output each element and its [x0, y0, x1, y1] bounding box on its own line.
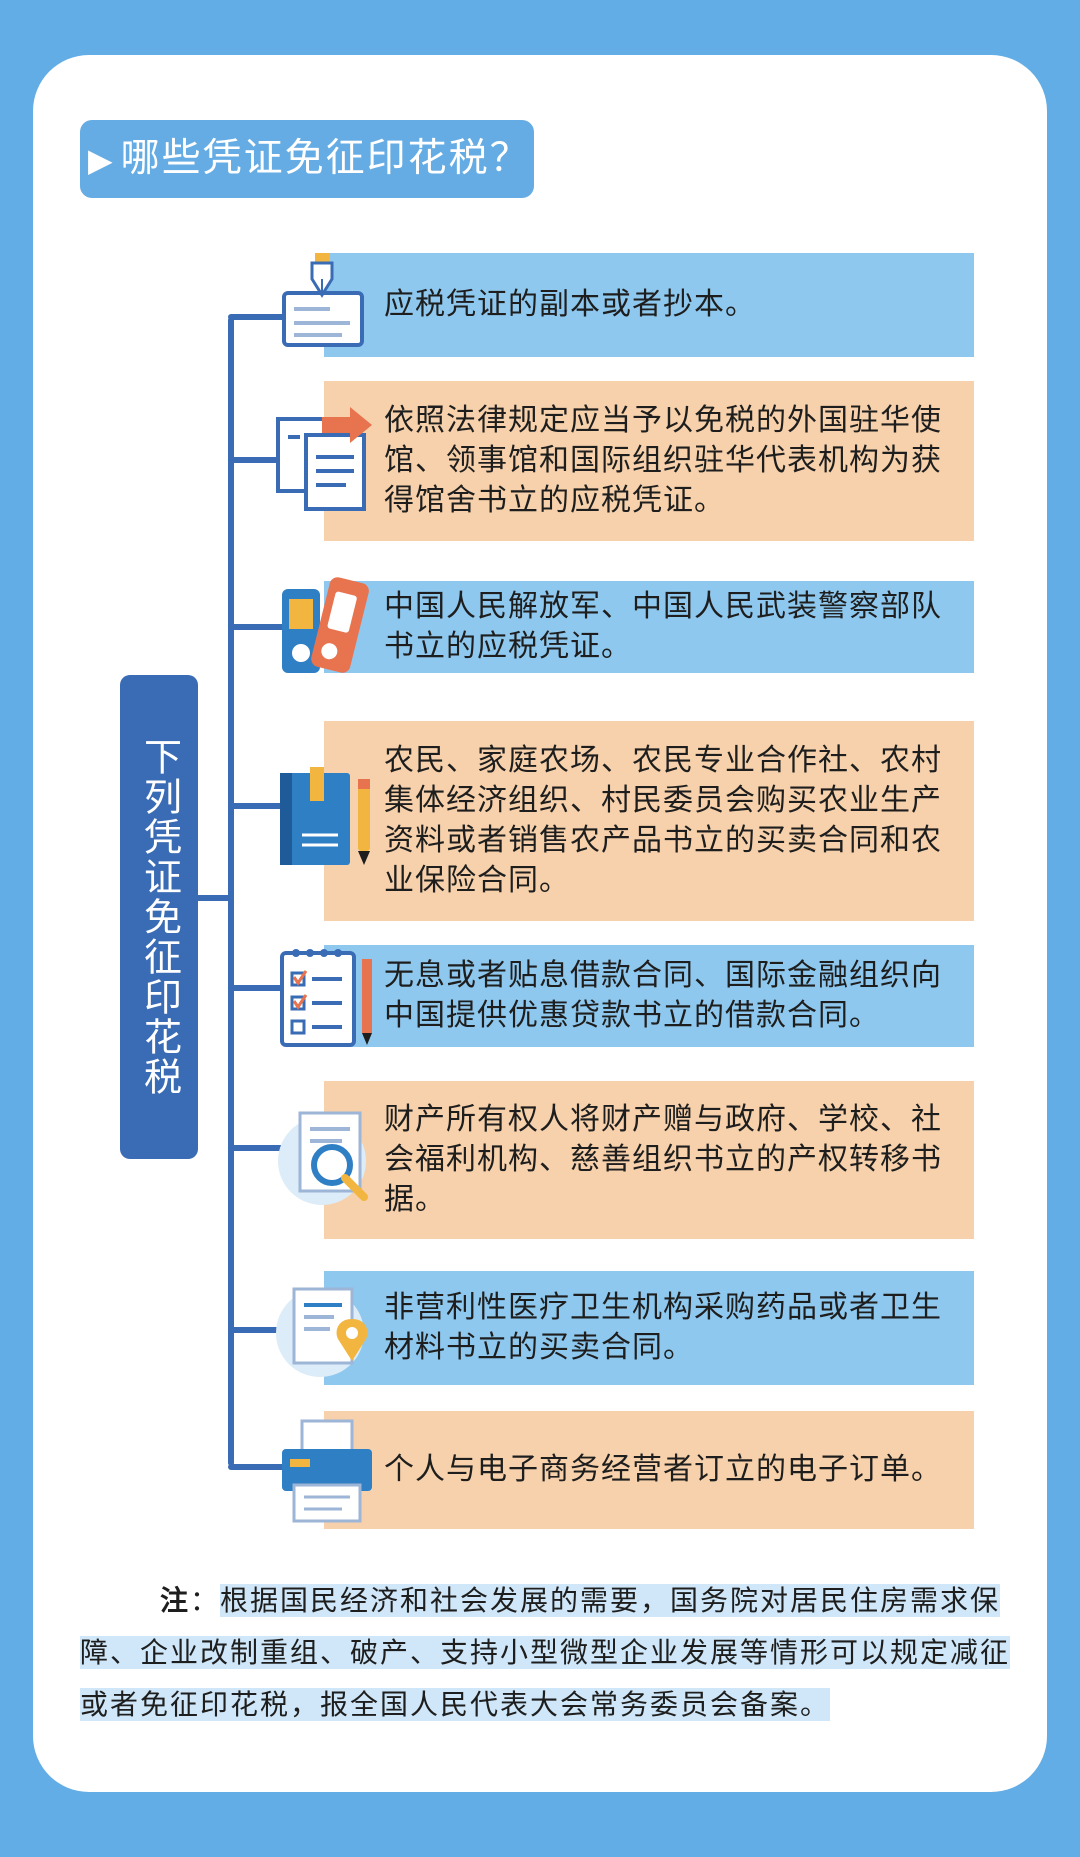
exemption-item: 个人与电子商务经营者订立的电子订单。: [324, 1411, 974, 1529]
connector-branch: [228, 1327, 288, 1333]
exemption-item: 应税凭证的副本或者抄本。: [324, 253, 974, 357]
connector-branch: [228, 803, 288, 809]
checklist-icon: [280, 949, 372, 1047]
pen-document-icon: [282, 253, 364, 347]
footnote-text: 根据国民经济和社会发展的需要，国务院对居民住房需求保障、企业改制重组、破产、支持…: [80, 1584, 1011, 1721]
exemption-item: 非营利性医疗卫生机构采购药品或者卫生材料书立的买卖合同。: [324, 1271, 974, 1385]
side-label: 下列凭证免征印花税: [120, 675, 198, 1159]
footnote-label: 注: [160, 1584, 191, 1617]
connector-branch: [228, 985, 288, 991]
title-text: 哪些凭证免征印花税？: [120, 136, 531, 181]
exemption-item-text: 依照法律规定应当予以免税的外国驻华使馆、领事馆和国际组织驻华代表机构为获得馆舍书…: [384, 403, 942, 518]
exemption-item: 无息或者贴息借款合同、国际金融组织向中国提供优惠贷款书立的借款合同。: [324, 945, 974, 1047]
exemption-item-text: 非营利性医疗卫生机构采购药品或者卫生材料书立的买卖合同。: [384, 1290, 942, 1365]
exemption-item: 财产所有权人将财产赠与政府、学校、社会福利机构、慈善组织书立的产权转移书据。: [324, 1081, 974, 1239]
exemption-item-text: 中国人民解放军、中国人民武装警察部队书立的应税凭证。: [384, 589, 942, 664]
exemption-item-text: 个人与电子商务经营者订立的电子订单。: [384, 1452, 942, 1487]
magnifier-document-icon: [278, 1111, 368, 1205]
book-pen-icon: [280, 767, 370, 865]
exemption-item: 中国人民解放军、中国人民武装警察部队书立的应税凭证。: [324, 581, 974, 673]
connector-branch: [228, 1464, 288, 1470]
footnote: 注：根据国民经济和社会发展的需要，国务院对居民住房需求保障、企业改制重组、破产、…: [80, 1575, 1011, 1731]
connector-branch: [228, 1145, 288, 1151]
connector-branch: [228, 457, 288, 463]
documents-arrow-icon: [276, 407, 372, 511]
connector-link: [198, 895, 234, 901]
connector-branch: [228, 624, 288, 630]
printer-icon: [282, 1419, 372, 1523]
play-arrow-icon: ▶: [88, 141, 115, 179]
location-document-icon: [276, 1287, 368, 1377]
exemption-item-text: 农民、家庭农场、农民专业合作社、农村集体经济组织、村民委员会购买农业生产资料或者…: [384, 743, 942, 898]
exemption-item-text: 应税凭证的副本或者抄本。: [384, 287, 756, 322]
exemption-item: 农民、家庭农场、农民专业合作社、农村集体经济组织、村民委员会购买农业生产资料或者…: [324, 721, 974, 921]
exemption-item-text: 无息或者贴息借款合同、国际金融组织向中国提供优惠贷款书立的借款合同。: [384, 958, 942, 1033]
exemption-diagram: 下列凭证免征印花税 应税凭证的副本或者抄本。 依照法律规定应当予以免税的外国驻华…: [92, 245, 988, 1555]
exemption-item: 依照法律规定应当予以免税的外国驻华使馆、领事馆和国际组织驻华代表机构为获得馆舍书…: [324, 381, 974, 541]
devices-icon: [282, 577, 369, 673]
title-banner: ▶哪些凭证免征印花税？: [80, 120, 534, 198]
connector-branch: [228, 314, 288, 320]
exemption-item-text: 财产所有权人将财产赠与政府、学校、社会福利机构、慈善组织书立的产权转移书据。: [384, 1102, 942, 1217]
footnote-colon: ：: [190, 1584, 221, 1617]
connector-trunk: [228, 317, 234, 1466]
